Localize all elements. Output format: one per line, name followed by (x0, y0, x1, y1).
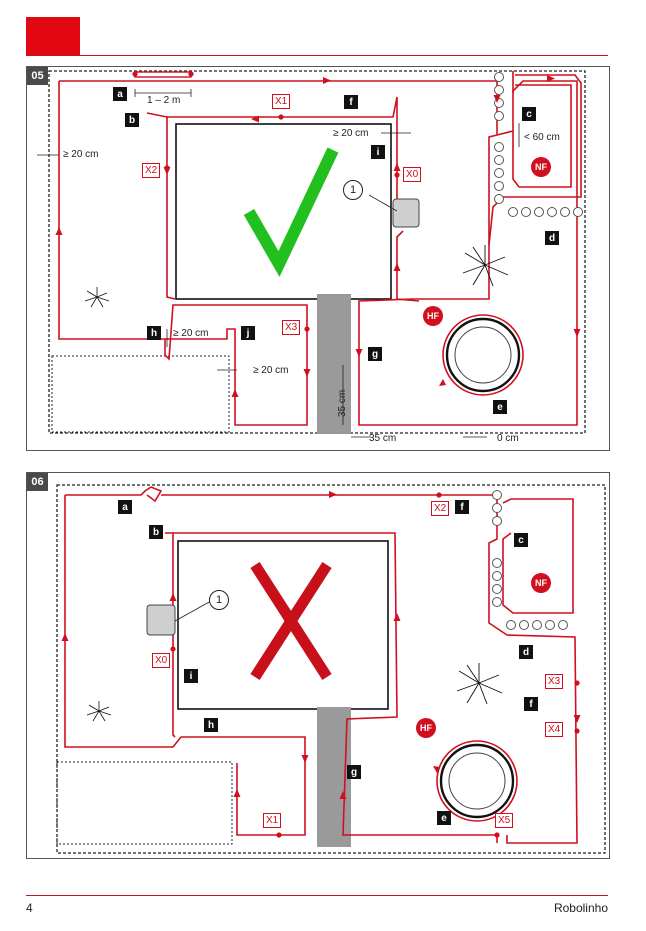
dim-j-gap: ≥ 20 cm (253, 365, 289, 376)
label-g: g (347, 765, 361, 779)
label-j: j (241, 326, 255, 340)
guide-wire-x0: X0 (152, 653, 171, 668)
narrow-passage (134, 71, 192, 78)
pool-inner (454, 326, 512, 384)
header-accent-block (26, 17, 80, 55)
figure-number: 06 (27, 473, 48, 491)
dim-c-gap: < 60 cm (524, 132, 560, 143)
house (177, 540, 389, 710)
label-b: b (125, 113, 139, 127)
stepping-stones (492, 490, 568, 630)
guide-wire-x2: X2 (142, 163, 161, 178)
boundary-wire-west (64, 495, 306, 836)
figure-number: 05 (27, 67, 48, 85)
stepping-stones (494, 72, 583, 217)
dim-path-vertical: 35 cm (337, 389, 348, 417)
label-d: d (519, 645, 533, 659)
charging-station (146, 604, 176, 636)
pool-rim (445, 317, 521, 393)
shrub-icon (84, 287, 110, 308)
boundary-wire-station (396, 230, 420, 302)
label-a: a (118, 500, 132, 514)
label-f: f (455, 500, 469, 514)
house (175, 123, 392, 300)
label-e: e (493, 400, 507, 414)
nf-island-wire (512, 71, 572, 188)
label-h: h (204, 718, 218, 732)
terrace-area (56, 761, 233, 845)
boundary-wire-station (172, 633, 176, 738)
check-icon (243, 147, 339, 277)
direction-arrows (61, 491, 581, 799)
brand-name: Robolinho (553, 901, 608, 915)
dim-house-gap: ≥ 20 cm (333, 128, 369, 139)
cross-icon (250, 562, 332, 680)
dim-left-gap: ≥ 20 cm (63, 149, 99, 160)
label-a: a (113, 87, 127, 101)
garden-path (317, 294, 351, 434)
charging-station (392, 198, 420, 228)
dim-passage-width: 1 – 2 m (147, 95, 181, 106)
label-b: b (149, 525, 163, 539)
boundary-wire-west (58, 81, 308, 426)
guide-wire-x2: X2 (431, 501, 450, 516)
label-c: c (522, 107, 536, 121)
callout-1: 1 (343, 180, 363, 200)
page-number: 4 (26, 901, 33, 915)
boundary-wire-house-west (146, 112, 176, 300)
pool-inner (448, 752, 506, 810)
label-h: h (147, 326, 161, 340)
guide-wire-x1: X1 (272, 94, 291, 109)
callout-1: 1 (209, 590, 229, 610)
dim-h-gap: ≥ 20 cm (173, 328, 209, 339)
marker-nf: NF (531, 573, 551, 593)
nf-island-wire (502, 498, 574, 614)
figure-05-panel: 05 a b c d f g h i j e X1 X2 X0 X3 NF HF… (26, 66, 610, 451)
shrub-icon (86, 701, 112, 722)
guide-wire-x5: X5 (495, 813, 514, 828)
header-rule (26, 55, 608, 56)
figure-06-panel: 06 a b c d f f g h i e X2 X0 X1 X3 X4 X5… (26, 472, 610, 859)
marker-nf: NF (531, 157, 551, 177)
label-e: e (437, 811, 451, 825)
tree-icon (456, 663, 503, 705)
marker-hf: HF (416, 718, 436, 738)
guide-wire-x4: X4 (545, 722, 564, 737)
label-d: d (545, 231, 559, 245)
label-i: i (184, 669, 198, 683)
pool-wire (442, 314, 524, 396)
label-c: c (514, 533, 528, 547)
guide-wire-x3: X3 (545, 674, 564, 689)
figure-05-diagram (37, 70, 586, 438)
label-i: i (371, 145, 385, 159)
dim-path-horizontal: 35 cm (369, 433, 397, 444)
dim-pool-gap: 0 cm (497, 433, 519, 444)
boundary-wire-outer (59, 80, 578, 426)
guide-wire-x3: X3 (282, 320, 301, 335)
tree-icon (462, 245, 509, 287)
guide-wire-x1: X1 (263, 813, 282, 828)
pool-wire (436, 740, 518, 822)
footer-rule (26, 895, 608, 896)
terrace-area (51, 355, 230, 433)
property-border (56, 484, 606, 854)
marker-hf: HF (423, 306, 443, 326)
label-f-east: f (524, 697, 538, 711)
pool-rim (439, 743, 515, 819)
label-g: g (368, 347, 382, 361)
label-f: f (344, 95, 358, 109)
figure-06-diagram (56, 484, 606, 854)
guide-wire-x0: X0 (403, 167, 422, 182)
boundary-wire-house-north (167, 96, 404, 214)
nf-island-outer-wire (488, 74, 582, 246)
